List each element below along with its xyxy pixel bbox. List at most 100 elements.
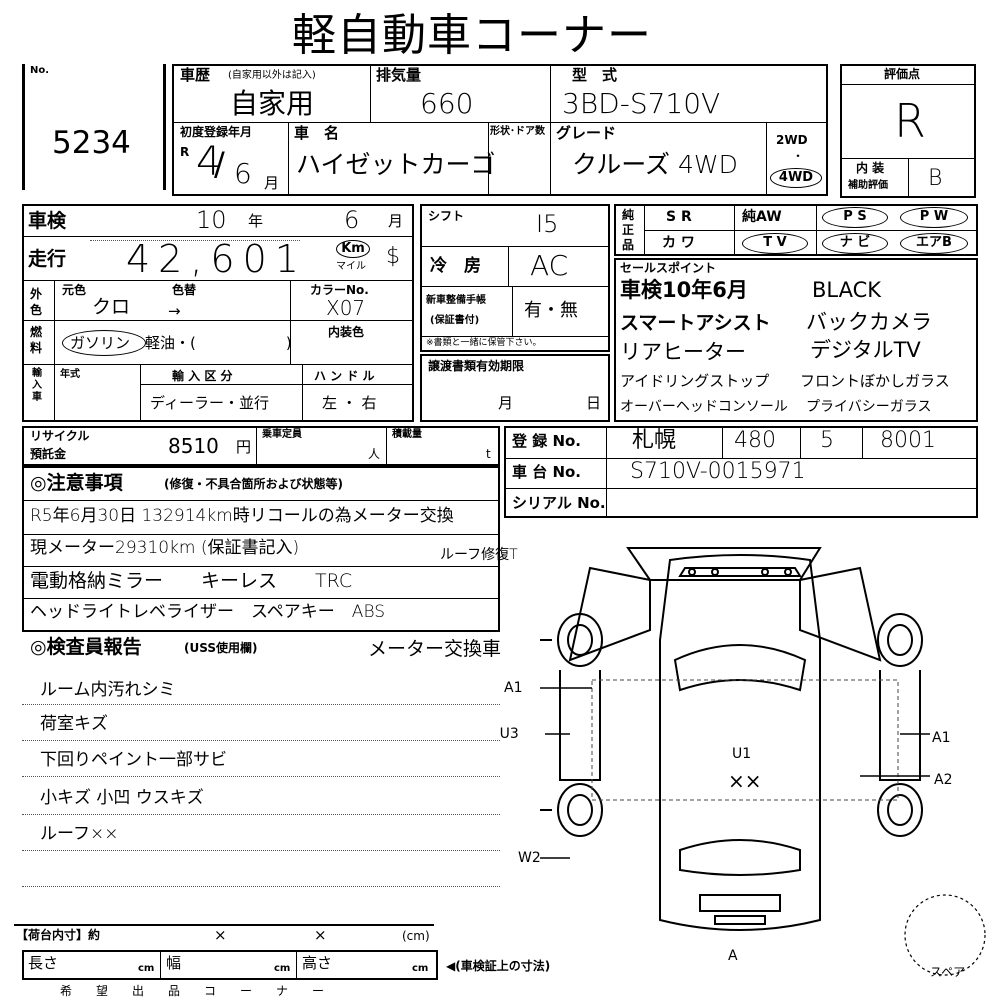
sales-points-label: セールスポイント <box>620 261 717 275</box>
notes-line-4: ヘッドライトレベライザー スペアキー ABS <box>30 602 386 622</box>
sp-line3-b: デジタルTV <box>810 338 921 362</box>
inspector-line-3: 下回りペイント一部サビ <box>40 750 227 770</box>
load-unit: t <box>486 447 491 461</box>
body-doors-label: 形状･ドア数 <box>490 126 545 137</box>
registration-label: 登 録 No. <box>512 432 582 450</box>
evaluation-score: R <box>894 94 926 148</box>
fuel-label: 燃料 <box>30 325 43 355</box>
length-cm: cm <box>138 963 155 974</box>
top-info-box <box>172 64 828 196</box>
notes-side-note: ルーフ修復T <box>440 547 518 563</box>
mileage-label: 走行 <box>28 248 67 270</box>
equip-ps: P S <box>822 207 888 228</box>
footer-corner: 希 望 出 品 コ ー ナ ー <box>60 984 331 998</box>
changed-color-value: → <box>168 302 181 320</box>
notes-line-1: R5年6月30日 132914km時リコールの為メーター交換 <box>30 506 454 526</box>
equip-sr: S R <box>666 209 692 225</box>
cargo-label: 【荷台内寸】約 <box>16 928 101 942</box>
cargo-cert-box <box>22 950 438 980</box>
sp-line5-a: オーバーヘッドコンソール <box>620 399 788 415</box>
equip-airbag: エアB <box>900 233 968 254</box>
bracket-right <box>163 64 166 190</box>
sp-line2-b: バックカメラ <box>806 310 932 334</box>
reg-kana: 5 <box>820 428 834 453</box>
notes-label: ◎注意事項 <box>30 472 123 494</box>
grade-value: クルーズ 4WD <box>572 150 738 179</box>
cargo-x1: × <box>214 926 227 944</box>
transfer-label: 譲渡書類有効期限 <box>428 359 525 373</box>
diag-label-u1: U1 <box>732 746 751 762</box>
month-unit: 月 <box>264 174 280 192</box>
orig-color-value: クロ <box>92 296 131 318</box>
inspector-label-note: (USS使用欄) <box>184 641 258 655</box>
evaluation-label: 評価点 <box>884 67 921 81</box>
spare-label: スペア <box>930 965 965 979</box>
inspector-label: ◎検査員報告 <box>30 636 142 658</box>
spec-box <box>22 204 414 422</box>
interior-color-label: 内装色 <box>328 325 365 339</box>
orig-color-label: 元色 <box>62 283 87 297</box>
inspector-line-5: ルーフ×× <box>40 824 119 844</box>
recycle-box <box>22 426 500 466</box>
reg-class: 480 <box>734 428 776 453</box>
unit-km-circled: Km <box>336 240 370 258</box>
page-title: 軽自動車コーナー <box>292 10 652 61</box>
inspection-year: 10 <box>196 206 227 234</box>
aircon-label: 冷 房 <box>430 256 481 276</box>
inspector-line-2: 荷室キズ <box>40 714 108 734</box>
era-label: R <box>180 145 190 159</box>
diag-label-a2: A2 <box>934 772 952 788</box>
sales-points-box <box>614 258 978 422</box>
vehicle-damage-diagram: A1 AU3 A1 A2 W2 U1 ×× A スペア <box>500 547 986 979</box>
manual-label: 新車整備手帳 <box>426 295 486 306</box>
handle-label: ハ ン ド ル <box>314 369 375 383</box>
notes-line-2: 現メーター29310km (保証書記入) <box>30 538 300 558</box>
import-category-value: ディーラー・並行 <box>150 394 269 412</box>
import-year-label: 年式 <box>60 369 80 380</box>
model-label: 型 式 <box>572 66 618 84</box>
recycle-value: 8510 <box>168 434 219 458</box>
chassis-label: 車 台 No. <box>512 463 582 481</box>
interior-label2: 補助評価 <box>848 180 888 191</box>
drive-4wd-selected: 4WD <box>770 168 822 188</box>
sp-line4-b: フロントぼかしガラス <box>800 372 950 390</box>
diag-label-a1-right: A1 <box>932 730 950 746</box>
equip-pw: P W <box>900 207 968 228</box>
transfer-month: 月 <box>498 394 514 412</box>
history-note: (自家用以外は記入) <box>228 70 316 81</box>
diag-label-xx: ×× <box>728 769 762 793</box>
load-label: 積載量 <box>392 429 422 440</box>
grade-label: グレード <box>556 124 617 142</box>
color-label: 外色 <box>30 287 43 317</box>
sp-line1-b: BLACK <box>812 278 882 302</box>
reg-region: 札幌 <box>632 428 677 453</box>
sp-line5-b: プライバシーガラス <box>806 399 932 415</box>
aircon-value: AC <box>530 249 569 282</box>
model-value: 3BD-S710V <box>562 87 721 120</box>
equip-navi: ナ ビ <box>822 233 888 254</box>
displacement-label: 排気量 <box>376 66 422 84</box>
car-name-label: 車 名 <box>294 124 340 142</box>
capacity-unit: 人 <box>368 447 381 461</box>
equip-aw: 純AW <box>742 209 782 225</box>
history-label: 車歴 <box>180 66 211 84</box>
sp-line3-a: リアヒーター <box>620 340 746 364</box>
slash: / <box>214 145 225 183</box>
equip-tv: T V <box>742 233 808 254</box>
notes-box <box>22 466 500 632</box>
unit-dollar: $ <box>386 244 400 269</box>
height-label: 高さ <box>302 954 333 972</box>
recycle-label2: 預託金 <box>30 447 67 461</box>
recycle-unit: 円 <box>236 438 252 456</box>
bracket-left <box>22 64 25 190</box>
lot-number: 5234 <box>52 125 131 161</box>
interior-label: 内 装 <box>856 161 885 175</box>
notes-line-3: 電動格納ミラー キーレス TRC <box>30 570 353 592</box>
cargo-unit: (cm) <box>402 929 430 943</box>
manual-value: 有・無 <box>524 300 578 321</box>
sp-line4-a: アイドリングストップ <box>620 372 770 390</box>
cargo-x2: × <box>314 926 327 944</box>
equip-kawa: カ ワ <box>662 235 695 251</box>
displacement-value: 660 <box>420 87 474 120</box>
interior-score: B <box>928 166 943 191</box>
